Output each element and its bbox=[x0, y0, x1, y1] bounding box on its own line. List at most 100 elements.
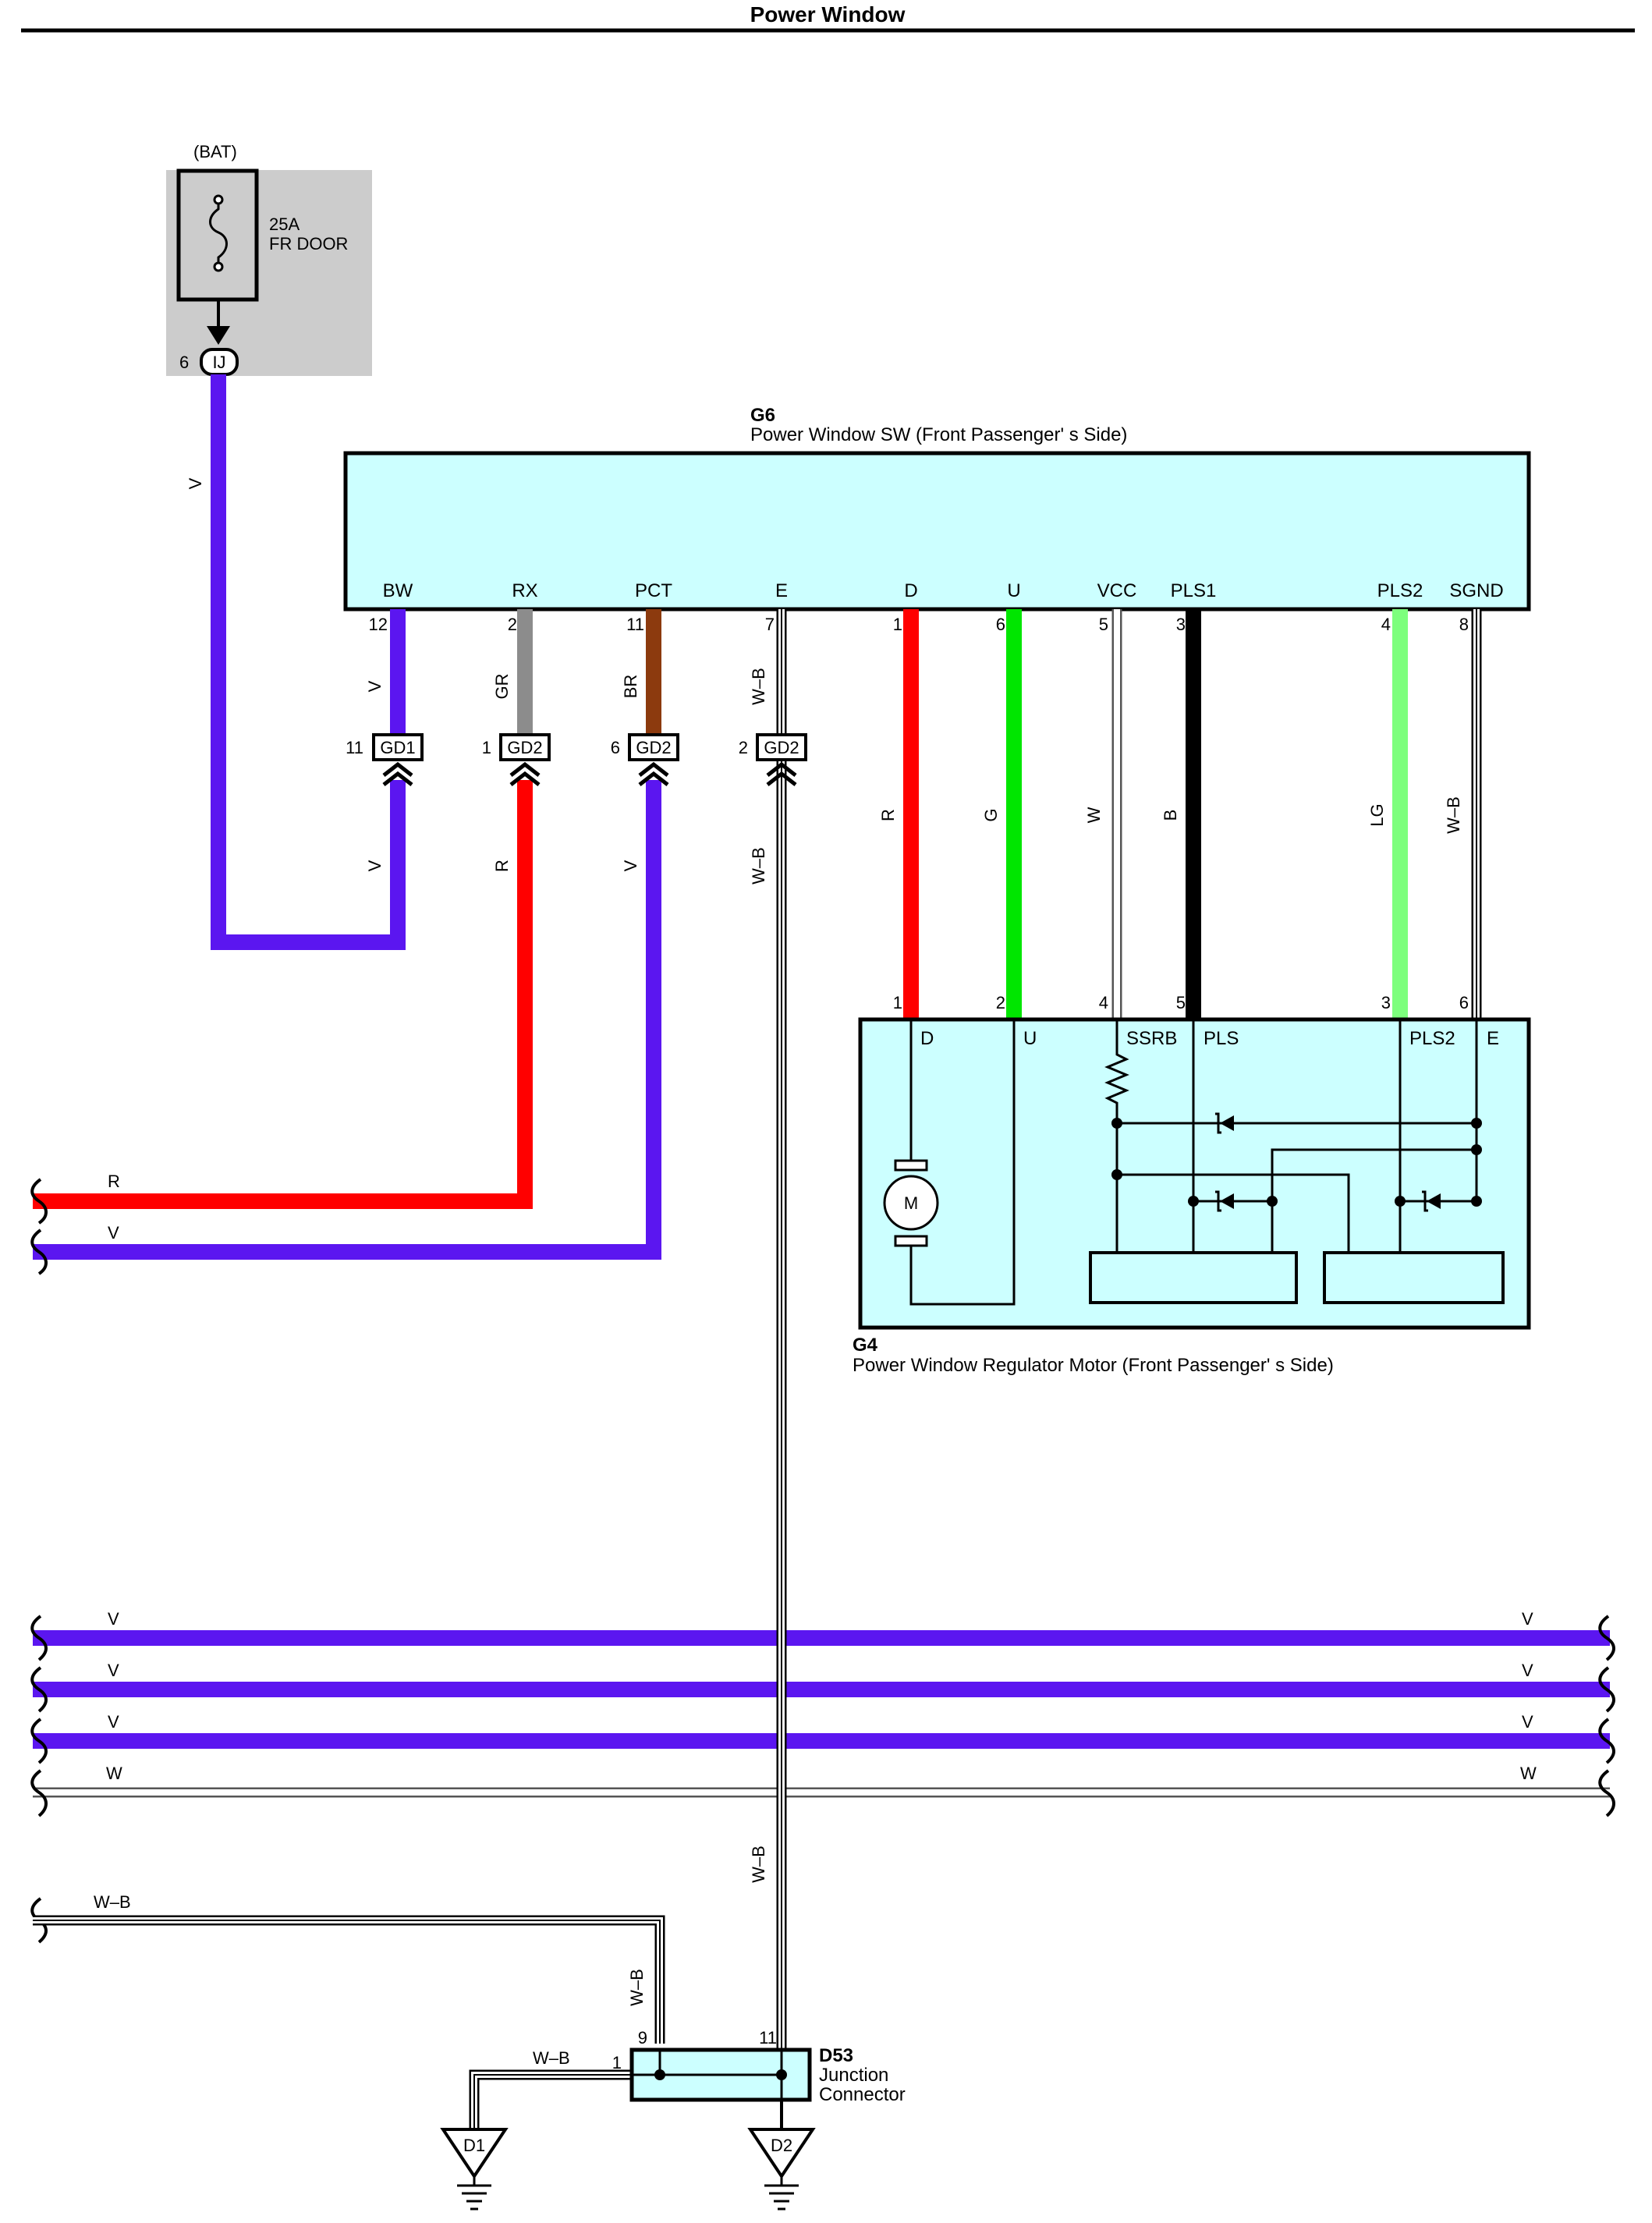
pin-pct: 11 bbox=[626, 615, 644, 634]
motor-pin-d: 1 bbox=[893, 993, 902, 1012]
pin-e: 7 bbox=[765, 615, 775, 634]
terminal-pct: PCT bbox=[635, 580, 672, 601]
bus-label-left-2: V bbox=[108, 1661, 119, 1680]
connector-gd1-pin: 11 bbox=[346, 738, 363, 757]
junction-pin-out: 1 bbox=[612, 2053, 622, 2072]
ij-pin: 6 bbox=[179, 353, 189, 372]
fuse-source-label: (BAT) bbox=[193, 142, 237, 161]
connector-gd2-e-pin: 2 bbox=[739, 738, 748, 757]
connector-gd2-rx-label: GD2 bbox=[507, 738, 542, 757]
junction-line2: Connector bbox=[819, 2084, 906, 2105]
ground-input-label: W–B bbox=[94, 1892, 131, 1912]
zener-diode-icon bbox=[1422, 1190, 1441, 1212]
ij-connector-label: IJ bbox=[212, 353, 225, 372]
pulse-sensor-block-2 bbox=[1323, 1251, 1505, 1304]
motor-pin-numbers: 1 2 4 5 3 6 bbox=[893, 993, 1469, 1012]
terminal-u: U bbox=[1007, 580, 1020, 601]
connector-gd2-e-label: GD2 bbox=[764, 738, 799, 757]
wire-label-v-fuse: V bbox=[186, 477, 205, 489]
fuse-arrow-icon bbox=[207, 326, 230, 345]
connector-gd1-chevron-icon bbox=[382, 761, 413, 786]
connector-gd2-e-chevron-icon bbox=[766, 761, 797, 786]
wire-gd2-v bbox=[33, 780, 661, 1260]
bus-label-left-3: V bbox=[108, 1712, 119, 1732]
bus-label-right-3: V bbox=[1522, 1712, 1533, 1732]
motor-internal-circuit bbox=[909, 1019, 1478, 1306]
ground-d1-icon bbox=[457, 2176, 491, 2211]
ground-d2-label: D2 bbox=[771, 2136, 792, 2155]
motor-terminal-u: U bbox=[1023, 1028, 1037, 1049]
switch-terminal-labels: BW RX PCT E D U VCC PLS1 PLS2 SGND bbox=[383, 580, 1504, 601]
ground-d1-label: D1 bbox=[463, 2136, 485, 2155]
fuse-terminal-bottom bbox=[213, 261, 224, 272]
wire-label-e-below: W–B bbox=[749, 847, 768, 885]
wire-label-e: W–B bbox=[749, 668, 768, 705]
motor-pin-pls2: 3 bbox=[1381, 993, 1391, 1012]
pin-rx: 2 bbox=[508, 615, 517, 634]
pin-bw: 12 bbox=[369, 615, 388, 634]
switch-code: G6 bbox=[750, 405, 775, 426]
terminal-vcc: VCC bbox=[1097, 580, 1137, 601]
wire-label-u: G bbox=[981, 808, 1001, 821]
motor-pin-e: 6 bbox=[1459, 993, 1469, 1012]
ground-output-wire bbox=[469, 2069, 632, 2129]
terminal-d: D bbox=[904, 580, 917, 601]
ground-input-wire bbox=[33, 1915, 665, 2044]
wire-v-fuse bbox=[211, 374, 406, 950]
junction-dot bbox=[776, 2069, 787, 2080]
pin-pls1: 3 bbox=[1176, 615, 1186, 634]
junction-line1: Junction bbox=[819, 2065, 888, 2086]
motor-symbol: M bbox=[904, 1193, 918, 1213]
zener-diode-icon bbox=[1215, 1112, 1234, 1134]
wire-label-gd2-v-below: V bbox=[621, 860, 640, 871]
terminal-bw: BW bbox=[383, 580, 413, 601]
switch-pin-numbers: 12 2 11 7 1 6 5 3 4 8 bbox=[369, 615, 1469, 634]
motor-pin-pls: 5 bbox=[1176, 993, 1186, 1012]
zener-diode-icon bbox=[1215, 1190, 1234, 1212]
bus-label-right-2: V bbox=[1522, 1661, 1533, 1680]
motor-terminal-e: E bbox=[1487, 1028, 1499, 1049]
wire-label-vcc: W bbox=[1084, 807, 1104, 823]
bus-label-right-1: V bbox=[1522, 1609, 1533, 1629]
wire-label-bw: V bbox=[365, 680, 385, 692]
terminal-pls2: PLS2 bbox=[1377, 580, 1423, 601]
wire-label-d: R bbox=[878, 809, 898, 821]
connector-gd2-rx-pin: 1 bbox=[482, 738, 491, 757]
connector-gd2-e: GD2 2 bbox=[739, 733, 807, 786]
fuse-icon bbox=[209, 200, 228, 267]
fuse-name: FR DOOR bbox=[269, 234, 348, 254]
wire-gd2-r bbox=[33, 780, 533, 1209]
wire-label-gd2-r-below: R bbox=[492, 860, 512, 872]
terminal-e: E bbox=[775, 580, 788, 601]
connector-gd1: GD1 11 bbox=[346, 733, 424, 786]
junction-wire-out-label: W–B bbox=[533, 2048, 570, 2068]
wire-label-pls2: LG bbox=[1367, 803, 1387, 826]
pin-pls2: 4 bbox=[1381, 615, 1391, 634]
wire-label-pls1: B bbox=[1161, 810, 1180, 821]
pin-vcc: 5 bbox=[1099, 615, 1108, 634]
diagram-title: Power Window bbox=[750, 2, 906, 27]
pulse-sensor-block-1 bbox=[1089, 1251, 1298, 1304]
junction-pin-in: 9 bbox=[638, 2028, 647, 2048]
ground-d2: D2 bbox=[747, 2128, 816, 2211]
connector-gd1-label: GD1 bbox=[380, 738, 415, 757]
motor-icon: M bbox=[883, 1159, 939, 1247]
motor-pin-ssrb: 4 bbox=[1099, 993, 1108, 1012]
wire-label-sgnd: W–B bbox=[1444, 796, 1463, 834]
motor-terminal-pls: PLS bbox=[1204, 1028, 1239, 1049]
pin-d: 1 bbox=[893, 615, 902, 634]
motor-terminal-ssrb: SSRB bbox=[1126, 1028, 1177, 1049]
motor-name: Power Window Regulator Motor (Front Pass… bbox=[853, 1355, 1334, 1376]
wire-label-e-lower: W–B bbox=[749, 1845, 768, 1883]
terminal-sgnd: SGND bbox=[1449, 580, 1503, 601]
connector-gd2-rx-chevron-icon bbox=[509, 761, 541, 786]
switch-name: Power Window SW (Front Passenger' s Side… bbox=[750, 424, 1127, 445]
wire-label-gd1-below: V bbox=[365, 860, 385, 871]
motor-code: G4 bbox=[853, 1335, 878, 1356]
motor-terminal-labels: D U SSRB PLS PLS2 E bbox=[920, 1028, 1499, 1049]
wire-label-pct: BR bbox=[621, 675, 640, 699]
ground-d1: D1 bbox=[440, 2128, 509, 2211]
connector-gd2-rx: GD2 1 bbox=[482, 733, 551, 786]
wire-label-rx: GR bbox=[492, 674, 512, 700]
